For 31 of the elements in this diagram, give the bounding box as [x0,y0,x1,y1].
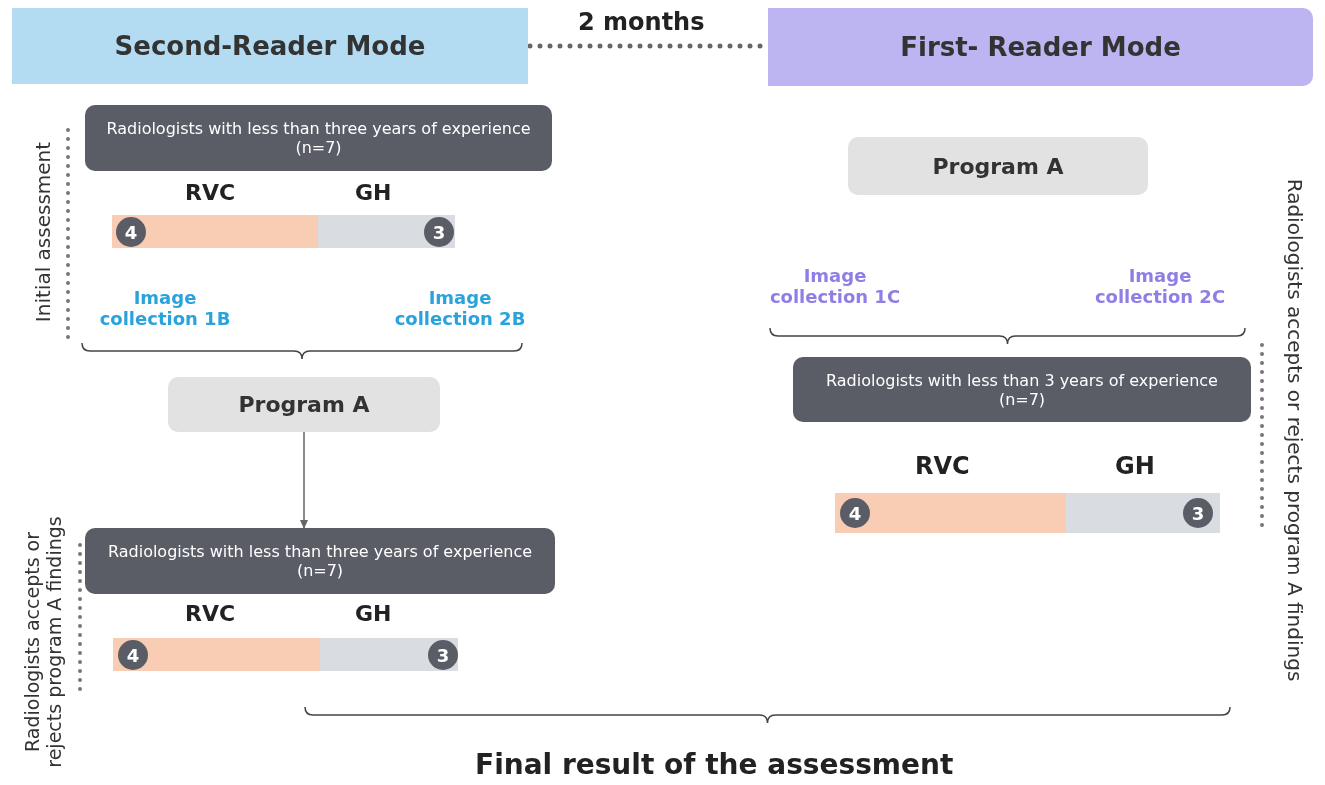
program-box: Program A [168,377,440,432]
axis-label: GH [355,601,392,626]
arrow [300,431,308,529]
axis-label: RVC [185,180,236,205]
axis-label: GH [355,180,392,205]
group-box: Radiologists with less than 3 years of experience (n=7) [793,357,1251,422]
group-box: Radiologists with less than three years of experience (n=7) [85,528,555,594]
count-badge: 4 [116,217,146,247]
split-bar [835,493,1220,533]
program-box: Program A [848,137,1148,195]
group-box: Radiologists with less than three years of experience (n=7) [85,105,552,171]
count-badge: 3 [1183,498,1213,528]
collection-label: Image collection 1B [90,278,240,338]
count-badge: 3 [424,217,454,247]
footer-caption: Final result of the assessment [475,748,954,781]
count-badge: 3 [428,640,458,670]
collection-label: Image collection 1C [755,256,915,316]
axis-label: GH [1115,452,1155,480]
axis-label: RVC [915,452,970,480]
split-bar [113,638,458,671]
count-badge: 4 [118,640,148,670]
side-note: Initial assessment [31,141,56,323]
mode-banner: First- Reader Mode [768,8,1313,86]
side-note: Radiologists accepts or rejects program A findings [1282,178,1307,682]
collection-label: Image collection 2B [380,278,540,338]
split-bar [112,215,455,248]
mode-banner: Second-Reader Mode [12,8,528,84]
collection-label: Image collection 2C [1080,256,1240,316]
side-note: Radiologists accepts or rejects program A findings [21,515,65,770]
count-badge: 4 [840,498,870,528]
axis-label: RVC [185,601,236,626]
